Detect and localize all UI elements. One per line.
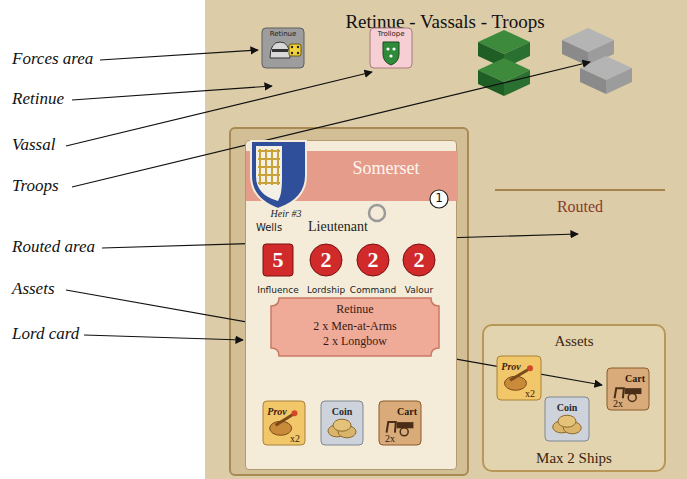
- retinue-token: Retinue: [262, 28, 304, 68]
- token-label: Coin: [332, 406, 353, 417]
- coin-token: Coin: [321, 401, 363, 445]
- banner-art: [246, 151, 458, 201]
- token-label: Retinue: [270, 31, 297, 39]
- token-count: 2x: [613, 398, 623, 409]
- token-label: Coin: [557, 402, 578, 413]
- token-label: Prov: [501, 361, 520, 372]
- callout-label: Forces area: [12, 50, 93, 69]
- stat-value: 5: [273, 248, 284, 272]
- token-label: Cart: [397, 406, 417, 417]
- cart-token: Cart 2x: [607, 368, 649, 410]
- stat-name: Influence: [257, 286, 298, 296]
- box-heading: Retinue: [336, 303, 373, 316]
- token-label: Cart: [625, 373, 645, 384]
- token-count: x2: [290, 433, 300, 444]
- retinue-line: 2 x Longbow: [323, 335, 387, 348]
- stat-name: Valour: [405, 286, 433, 296]
- token-label: Prov: [267, 406, 286, 417]
- coin-token: Coin: [545, 397, 589, 441]
- callout-label: Lord card: [12, 325, 79, 344]
- lord-rank: Lieutenant: [308, 219, 368, 234]
- heir-number: Heir #3: [271, 208, 302, 219]
- prov-token: Prov x2: [497, 356, 541, 400]
- lord-frame: [230, 128, 468, 475]
- callout-label: Troops: [12, 177, 59, 196]
- stat-symbol: 5Influence: [254, 241, 302, 299]
- card-number: 1: [435, 192, 443, 205]
- panel-note: Max 2 Ships: [536, 450, 612, 467]
- vassal-token: Trollope: [370, 28, 412, 68]
- stat-value: 2: [368, 248, 379, 272]
- routed-rule: [495, 189, 665, 191]
- stat-name: Command: [350, 286, 396, 296]
- stat-symbol: 2Lordship: [302, 241, 350, 299]
- assets-panel: AssetsMax 2 Ships Prov x2 Cart 2x Coin: [483, 325, 665, 471]
- cart-token: Cart 2x: [379, 401, 421, 445]
- token-count: 2x: [385, 433, 395, 444]
- prov-token: Prov x2: [263, 401, 305, 445]
- retinue-box: Retinue 2 x Men-at-Arms 2 x Longbow: [271, 298, 439, 356]
- stat-value: 2: [321, 248, 332, 272]
- token-label: Trollope: [377, 31, 404, 39]
- assets-panel-ground: [483, 325, 665, 471]
- seat-name: Wells: [256, 222, 282, 233]
- stat-symbol: 2Valour: [395, 241, 443, 299]
- name-banner: Somerset1: [246, 151, 458, 201]
- stat-name: Lordship: [307, 286, 345, 296]
- stat-symbol: 2Command: [349, 241, 397, 299]
- callout-label: Retinue: [12, 90, 64, 109]
- retinue-line: 2 x Men-at-Arms: [313, 320, 396, 333]
- panel-heading: Assets: [554, 333, 593, 350]
- lord-card: WellsHeir #3LieutenantSomerset15Influenc…: [245, 140, 457, 470]
- stat-value: 2: [414, 248, 425, 272]
- callout-label: Routed area: [12, 238, 95, 257]
- token-count: x2: [525, 388, 535, 399]
- area-heading: Routed: [557, 198, 603, 216]
- callout-label: Vassal: [12, 136, 55, 155]
- lord-name: Somerset: [353, 159, 420, 179]
- callout-label: Assets: [12, 280, 55, 299]
